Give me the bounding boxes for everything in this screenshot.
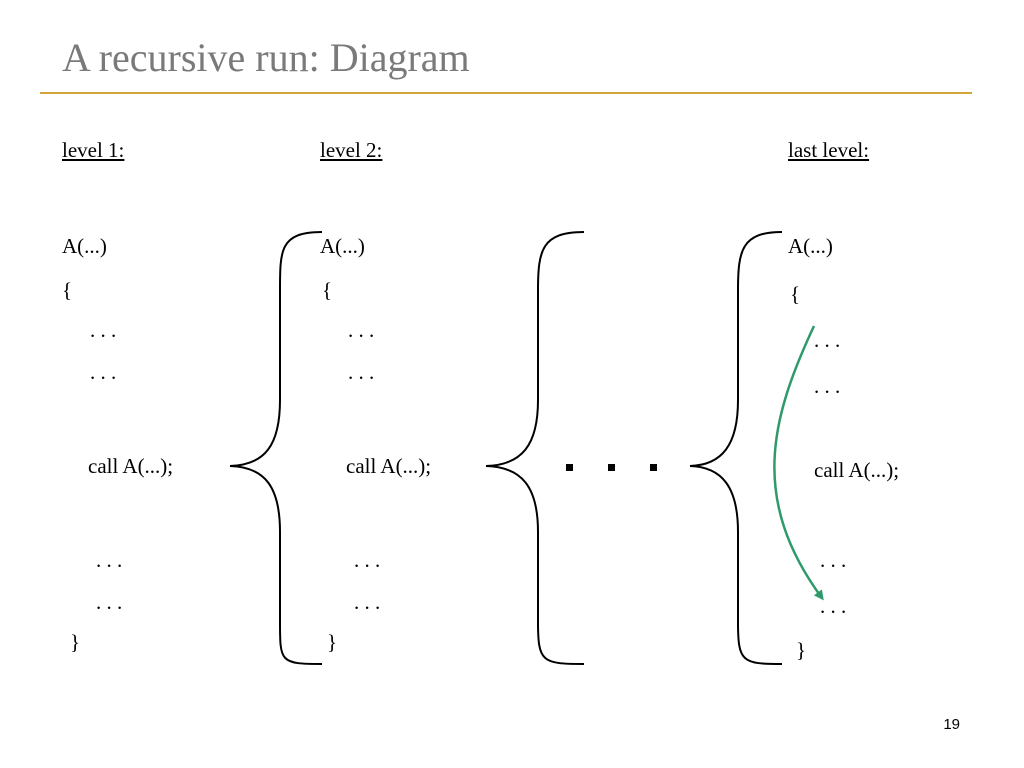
- page-number: 19: [943, 716, 960, 733]
- code-line-ellipsis: . . .: [814, 374, 841, 398]
- code-line-close-brace: }: [327, 630, 338, 654]
- code-line-close-brace: }: [796, 638, 807, 662]
- slide-title: A recursive run: Diagram: [62, 35, 470, 80]
- column-heading-level-1: level 1:: [62, 138, 125, 162]
- column-heading-last-level: last level:: [788, 138, 870, 162]
- curly-brace-1: [229, 231, 323, 665]
- code-line-ellipsis: . . .: [96, 590, 123, 614]
- code-line-ellipsis: . . .: [820, 548, 847, 572]
- code-line-ellipsis: . . .: [814, 328, 841, 352]
- code-line-open-brace: {: [62, 278, 73, 302]
- code-line-ellipsis: . . .: [348, 360, 375, 384]
- code-line-ellipsis: . . .: [354, 548, 381, 572]
- code-line-ellipsis: . . .: [348, 318, 375, 342]
- code-line-open-brace: {: [322, 278, 333, 302]
- continuation-dot: [608, 464, 615, 471]
- code-line-ellipsis: . . .: [820, 594, 847, 618]
- code-line-ellipsis: . . .: [354, 590, 381, 614]
- code-line-recursive-call: call A(...);: [346, 454, 432, 478]
- code-line-close-brace: }: [70, 630, 81, 654]
- code-line-recursive-call: call A(...);: [88, 454, 174, 478]
- curly-brace-3: [689, 231, 783, 665]
- code-line-ellipsis: . . .: [90, 318, 117, 342]
- code-line-ellipsis: . . .: [90, 360, 117, 384]
- code-line-open-brace: {: [790, 282, 801, 306]
- title-divider: [40, 92, 972, 94]
- return-flow-arrow: [773, 325, 824, 601]
- curly-brace-2: [485, 231, 585, 665]
- code-line-signature: A(...): [788, 234, 833, 258]
- continuation-dot: [650, 464, 657, 471]
- continuation-dot: [566, 464, 573, 471]
- code-line-ellipsis: . . .: [96, 548, 123, 572]
- code-line-recursive-call: call A(...);: [814, 458, 900, 482]
- code-line-signature: A(...): [320, 234, 365, 258]
- code-line-signature: A(...): [62, 234, 107, 258]
- column-heading-level-2: level 2:: [320, 138, 383, 162]
